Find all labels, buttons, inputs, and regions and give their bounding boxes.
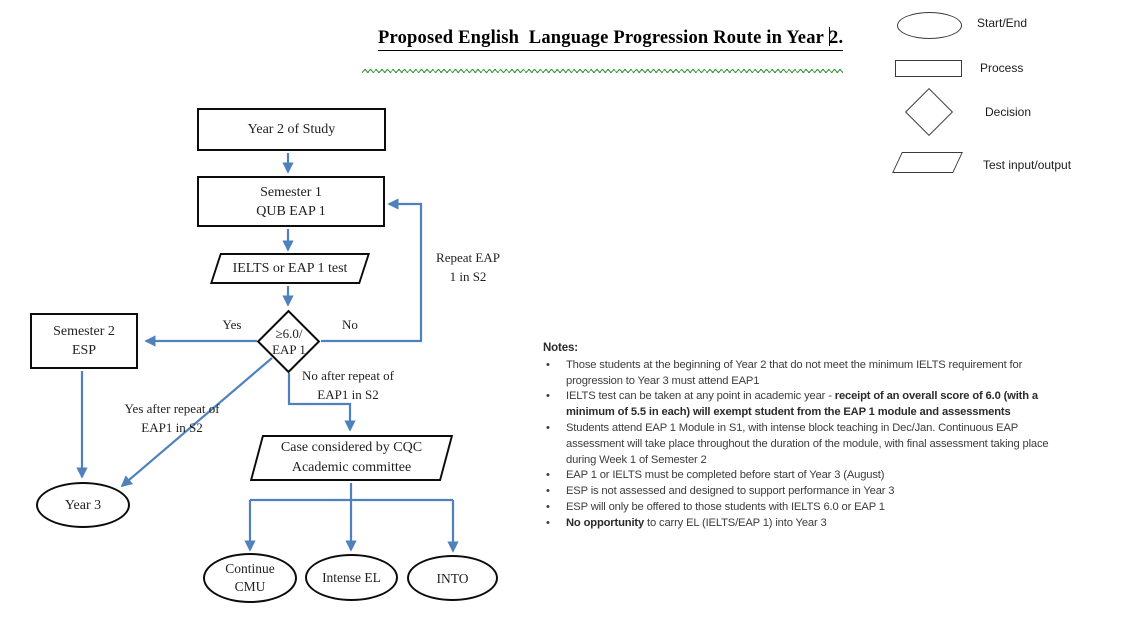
node-continue-cmu[interactable]: Continue CMU [203,553,297,603]
edge-label-yes: Yes [222,317,242,332]
edge-label-yes-after-repeat: Yes after repeat of EAP1 in S2 [114,399,230,437]
page-title[interactable]: Proposed English Language Progression Ro… [362,9,844,109]
edge-label-line: Yes after repeat of [124,401,220,416]
title-part2: 2. [829,28,844,48]
node-label: INTO [436,570,469,586]
note-item: No opportunity to carry EL (IELTS/EAP 1)… [543,516,1051,532]
edge-label-line: No after repeat of [301,368,395,383]
note-item: Students attend EAP 1 Module in S1, with… [543,421,1051,468]
note-item: Those students at the beginning of Year … [543,358,1051,390]
node-label: Year 3 [64,497,102,513]
edge-label-repeat-eap: Repeat EAP 1 in S2 [424,248,512,286]
note-item: ESP is not assessed and designed to supp… [543,484,1051,500]
legend-label-test-io: Test input/output [983,158,1072,172]
decision-line1: ≥6.0/ [275,326,303,341]
node-label: Continue [225,561,275,576]
edge-label-line: Repeat EAP [436,250,500,265]
note-item: EAP 1 or IELTS must be completed before … [543,468,1051,484]
node-into[interactable]: INTO [407,555,498,601]
node-year3[interactable]: Year 3 [36,482,130,528]
edge-label-line: EAP1 in S2 [141,420,203,435]
note-item: IELTS test can be taken at any point in … [543,389,1051,421]
decision-line2: EAP 1 [272,342,306,357]
node-ielts-or-eap1-test[interactable]: IELTS or EAP 1 test [209,253,371,284]
node-label: Academic committee [291,460,412,475]
edge-label-no-after-repeat: No after repeat of EAP1 in S2 [292,366,404,404]
edge-label-line: 1 in S2 [449,269,487,284]
edge-label-no: No [342,317,358,332]
node-label: CMU [234,579,266,594]
notes-heading: Notes: [543,342,578,354]
text-cursor [828,27,831,46]
node-label: Semester 1 [260,184,322,200]
node-label: Case considered by CQC [280,440,423,455]
node-label: IELTS or EAP 1 test [232,260,348,276]
node-label: ESP [71,343,97,358]
notes-panel: Notes: Those students at the beginning o… [543,341,1051,532]
node-cqc-committee[interactable]: Case considered by CQC Academic committe… [249,435,454,481]
node-label: QUB EAP 1 [256,203,326,219]
legend-rectangle-icon[interactable] [895,60,962,77]
legend-label-start-end: Start/End [977,16,1028,30]
legend-label-process: Process [980,61,1024,75]
title-part1: Proposed English Language Progression Ro… [378,28,829,48]
edge-label-line: EAP1 in S2 [317,387,379,402]
node-intense-el[interactable]: Intense EL [305,554,398,601]
legend-ellipse-icon[interactable] [897,12,962,39]
legend-parallelogram-icon[interactable] [892,152,963,173]
node-year2-of-study[interactable]: Year 2 of Study [197,108,386,151]
node-semester1-qub-eap1[interactable]: Semester 1 QUB EAP 1 [197,176,385,227]
page-title-text: Proposed English Language Progression Ro… [378,27,844,51]
spellcheck-squiggle [362,69,844,73]
node-semester2-esp[interactable]: Semester 2 ESP [30,313,138,369]
notes-list: Those students at the beginning of Year … [543,358,1051,532]
legend-label-decision: Decision [985,105,1032,119]
node-label: Year 2 of Study [247,122,336,137]
node-label: Intense EL [322,570,381,585]
decision-label: ≥6.0/ EAP 1 [249,326,329,358]
node-label: Semester 2 [53,324,115,339]
note-item: ESP will only be offered to those studen… [543,500,1051,516]
